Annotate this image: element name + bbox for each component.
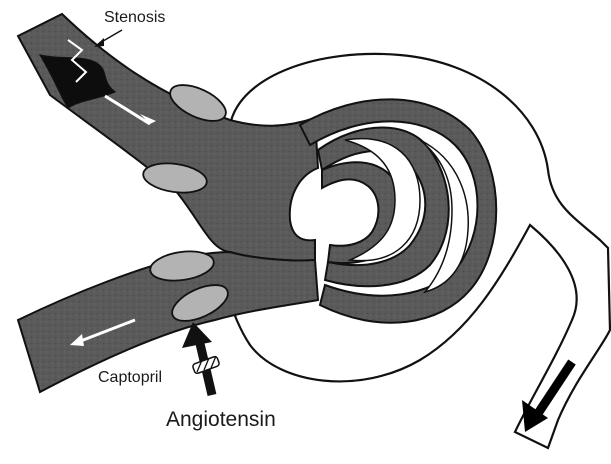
angiotensin-label: Angiotensin	[166, 408, 276, 432]
stenosis-label: Stenosis	[104, 9, 165, 27]
afferent-arteriole	[18, 14, 318, 261]
stenosis-pointer-head	[94, 38, 104, 47]
captopril-label: Captopril	[98, 369, 162, 387]
